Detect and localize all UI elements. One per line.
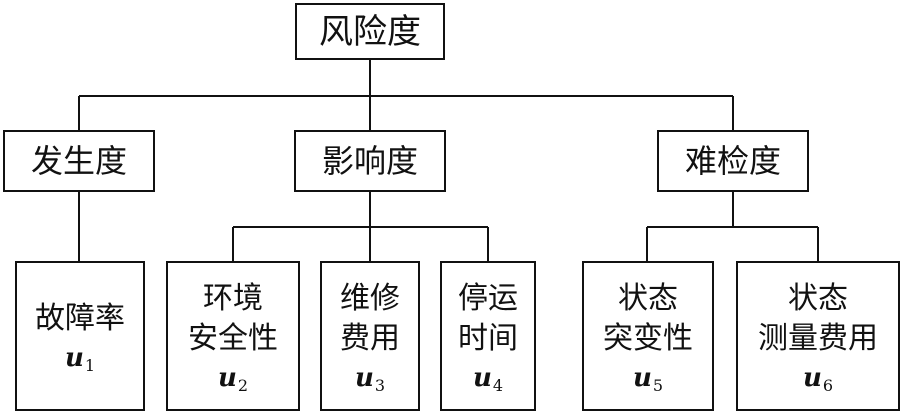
- leaf-outage-time-label: 停运 时间: [458, 280, 518, 356]
- leaf-env-safety-symbol: u2: [217, 362, 249, 395]
- leaf-state-mutation: 状态 突变性 u5: [582, 261, 714, 411]
- leaf-state-measure-cost-symbol: u6: [802, 362, 834, 395]
- leaf-state-measure-cost-label: 状态 测量费用: [758, 280, 878, 356]
- node-occurrence: 发生度: [3, 130, 155, 192]
- leaf-outage-time: 停运 时间 u4: [440, 261, 536, 411]
- leaf-failure-rate: 故障率 u1: [15, 261, 145, 411]
- leaf-repair-cost-label: 维修 费用: [340, 280, 400, 356]
- node-root-label: 风险度: [319, 11, 421, 52]
- node-impact-label: 影响度: [321, 142, 418, 180]
- leaf-env-safety: 环境 安全性 u2: [166, 261, 300, 411]
- node-detection: 难检度: [657, 130, 809, 192]
- leaf-outage-time-symbol: u4: [472, 362, 504, 395]
- node-root: 风险度: [295, 3, 445, 60]
- node-impact: 影响度: [294, 130, 446, 192]
- node-detection-label: 难检度: [684, 142, 781, 180]
- node-occurrence-label: 发生度: [30, 142, 127, 180]
- leaf-env-safety-label: 环境 安全性: [188, 280, 278, 356]
- leaf-state-mutation-symbol: u5: [632, 362, 664, 395]
- leaf-state-mutation-label: 状态 突变性: [603, 280, 693, 356]
- leaf-repair-cost-symbol: u3: [354, 362, 386, 395]
- leaf-failure-rate-label: 故障率: [35, 300, 125, 336]
- leaf-state-measure-cost: 状态 测量费用 u6: [736, 261, 900, 411]
- leaf-failure-rate-symbol: u1: [64, 342, 96, 375]
- leaf-repair-cost: 维修 费用 u3: [320, 261, 420, 411]
